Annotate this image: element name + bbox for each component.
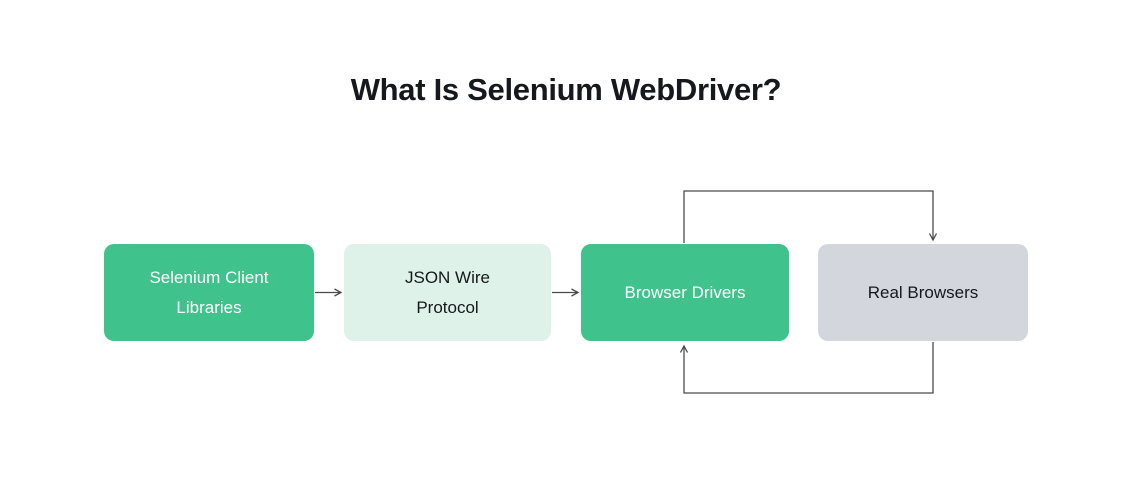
node-label: JSON Wire Protocol bbox=[405, 267, 490, 317]
node-label: Selenium Client Libraries bbox=[149, 267, 269, 317]
arrow-browser-drivers-to-real-browsers-top-loop bbox=[683, 190, 938, 243]
node-label: Real Browsers bbox=[867, 282, 979, 302]
node-real-browsers: Real Browsers bbox=[818, 244, 1028, 341]
diagram-title: What Is Selenium WebDriver? bbox=[350, 72, 782, 107]
node-json-wire-protocol: JSON Wire Protocol bbox=[344, 244, 551, 341]
node-selenium-client-libraries: Selenium Client Libraries bbox=[104, 244, 314, 341]
arrow-real-browsers-to-browser-drivers-bottom-loop bbox=[679, 342, 934, 394]
node-browser-drivers: Browser Drivers bbox=[581, 244, 789, 341]
node-label: Browser Drivers bbox=[624, 282, 746, 302]
